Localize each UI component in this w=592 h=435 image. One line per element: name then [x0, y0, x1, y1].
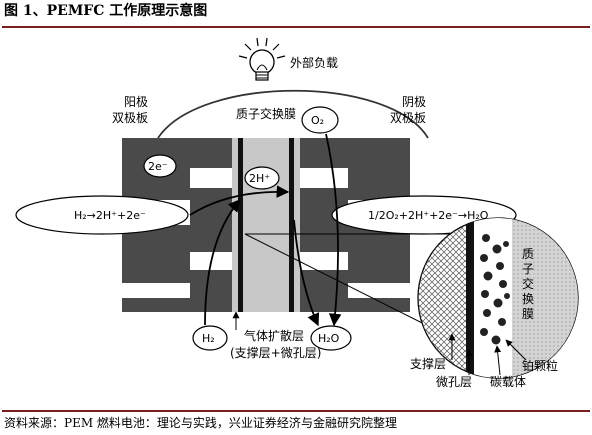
flow-arrows: [189, 133, 342, 327]
pemfc-diagram: 外部负载 阳极 双极板 阴极 双极板 质子交换膜 O₂ 2e⁻ 2H⁺ H₂→2…: [15, 37, 579, 389]
external-circuit-wire: [157, 89, 429, 139]
figure-title: 图 1、PEMFC 工作原理示意图: [4, 3, 208, 19]
external-load-label: 外部负载: [290, 55, 338, 70]
zoom-membrane-char-2: 子: [522, 262, 534, 276]
water-outlet: H₂O: [310, 325, 352, 351]
gdl-label-1: 气体扩散层: [244, 328, 304, 343]
carbon-support-label: 碳载体: [490, 375, 526, 389]
proton-flow-arrow: [189, 185, 290, 216]
zoom-detail: [417, 217, 579, 379]
cathode-reaction-label: 1/2O₂+2H⁺+2e⁻→H₂O: [368, 209, 489, 222]
water-label: H₂O: [318, 332, 340, 345]
electron-label: 2e⁻: [148, 160, 168, 173]
support-layer-label: 支撑层: [410, 356, 446, 371]
hydrogen-inlet: H₂: [192, 325, 228, 351]
anode-label-1: 阳极: [124, 95, 148, 109]
oxygen-label: O₂: [311, 114, 324, 127]
oxygen-flow-arrow: [325, 133, 342, 327]
anode-reaction: H₂→2H⁺+2e⁻: [15, 195, 189, 235]
cathode-label-1: 阴极: [402, 95, 426, 109]
zoom-catalyst-strip: [466, 218, 474, 378]
gdl-label-2: (支撑层+微孔层): [230, 345, 321, 360]
proton-label: 2H⁺: [249, 172, 270, 185]
membrane-label: 质子交换膜: [236, 106, 296, 121]
footer-divider: [2, 410, 590, 412]
hydrogen-flow-arrow: [204, 199, 241, 326]
oxygen-inlet: O₂: [301, 106, 339, 134]
zoom-membrane-char-1: 质: [522, 247, 534, 261]
zoom-membrane-char-5: 膜: [522, 307, 534, 321]
anode-label-2: 双极板: [112, 111, 148, 125]
title-divider: [2, 26, 590, 28]
water-flow-arrow: [293, 219, 320, 327]
lightbulb-icon: [238, 37, 286, 81]
cathode-label-2: 双极板: [390, 111, 426, 125]
microporous-layer-label: 微孔层: [436, 375, 472, 389]
zoom-membrane-char-3: 交: [522, 276, 534, 291]
proton-marker: 2H⁺: [244, 166, 280, 190]
anode-catalyst-layer: [238, 138, 243, 312]
zoom-membrane-char-4: 换: [522, 292, 534, 306]
electron-marker: 2e⁻: [143, 154, 177, 178]
source-note: 资料来源：PEM 燃料电池：理论与实践，兴业证券经济与金融研究院整理: [4, 416, 397, 430]
cathode-catalyst-layer: [289, 138, 294, 312]
anode-reaction-label: H₂→2H⁺+2e⁻: [74, 209, 146, 222]
pt-particles-label: 铂颗粒: [522, 358, 558, 373]
hydrogen-label: H₂: [202, 332, 215, 345]
